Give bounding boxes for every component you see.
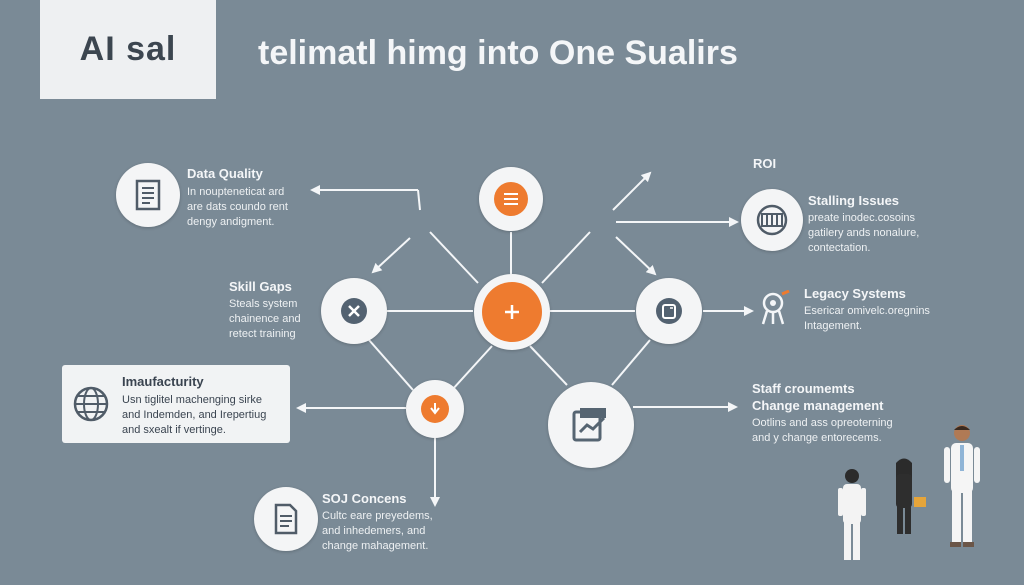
soj-node[interactable]	[254, 487, 318, 551]
roi-label: ROI	[753, 156, 777, 171]
node-bottom-right[interactable]	[548, 382, 634, 468]
data-quality-node[interactable]	[116, 163, 180, 227]
stalling-node[interactable]	[741, 189, 803, 251]
arrow-to-skill-gaps	[371, 237, 411, 274]
globe-icon	[73, 386, 109, 422]
node-left[interactable]	[321, 278, 387, 344]
person-figure-right	[944, 425, 980, 547]
file-icon	[274, 503, 298, 535]
team-illustration	[838, 425, 980, 560]
close-icon	[341, 298, 367, 324]
imaufacturity-card[interactable]: Imaufacturity Usn tiglitel machenging si…	[62, 365, 290, 443]
chart-icon	[572, 408, 606, 442]
staff-title: Staff croumemts	[752, 381, 855, 396]
tablet-icon	[656, 298, 682, 324]
node-top[interactable]	[479, 167, 543, 231]
soj-text: Cultc eare preyedems, and inhedemers, an…	[322, 510, 433, 552]
stalling-title: Stalling Issues	[808, 193, 900, 208]
stalling-text: preate inodec.cosoins gatilery ands nona…	[808, 212, 920, 254]
download-icon	[421, 395, 449, 423]
arrow-to-right-node	[615, 236, 657, 276]
logo-text: AI sal	[79, 30, 177, 68]
document-icon	[135, 179, 161, 211]
node-right[interactable]	[636, 278, 702, 344]
connector-left-bottom	[368, 339, 414, 391]
plus-icon	[482, 282, 542, 342]
imaufacturity-text: Usn tiglitel machenging sirke and Indemd…	[122, 394, 267, 436]
staff-subtitle: Change management	[752, 398, 884, 413]
person-figure-middle	[896, 458, 926, 534]
legacy-title: Legacy Systems	[804, 286, 906, 301]
node-bottom[interactable]	[406, 380, 464, 438]
imaufacturity-title: Imaufacturity	[122, 374, 204, 389]
connector-center-bottom	[451, 345, 493, 391]
soj-title: SOJ Concens	[322, 491, 407, 506]
skill-gaps-text: Steals system chainence and retect train…	[229, 298, 301, 340]
arrow-to-roi	[612, 171, 652, 211]
data-quality-text: In noupteneticat ard are dats coundo ren…	[187, 186, 288, 228]
person-figure-left	[838, 469, 866, 560]
list-icon	[494, 182, 528, 216]
connector-center-top-left	[429, 231, 479, 284]
data-quality-title: Data Quality	[187, 166, 263, 181]
connector-right-bottom-right	[611, 339, 651, 386]
connector-center-top-right	[541, 231, 591, 284]
grid-icon	[756, 204, 788, 236]
legacy-text: Esericar omivelc.oregnins Intagement.	[804, 305, 930, 332]
connector-center-bottom-right	[529, 345, 568, 386]
skill-gaps-title: Skill Gaps	[229, 279, 292, 294]
staff-text: Ootlins and ass opreoterning and y chang…	[752, 417, 893, 444]
node-center[interactable]	[474, 274, 550, 350]
logo-box: AI sal	[40, 0, 216, 99]
page-title: telimatl himg into One Sualirs	[258, 34, 738, 72]
satellite-icon	[761, 290, 790, 325]
